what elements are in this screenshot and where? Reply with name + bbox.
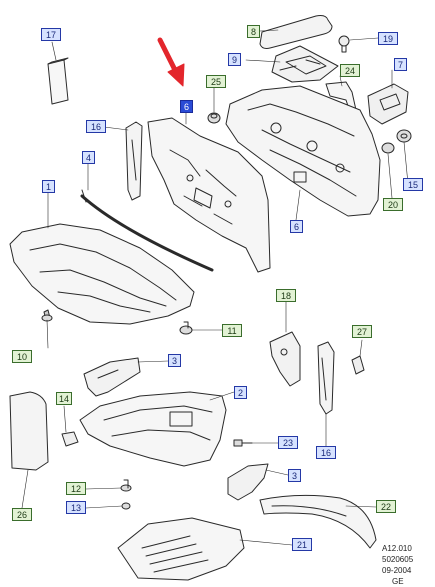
part-3-deflector-lower xyxy=(227,463,269,501)
part-26-pad xyxy=(9,391,49,471)
callout-12[interactable]: 12 xyxy=(66,482,86,495)
callout-19[interactable]: 19 xyxy=(378,32,398,45)
callout-23[interactable]: 23 xyxy=(278,436,298,449)
part-2-splash-shield xyxy=(79,391,227,467)
part-17-pad xyxy=(47,57,69,105)
part-3-deflector-upper xyxy=(83,357,141,397)
callout-25[interactable]: 25 xyxy=(206,75,226,88)
callout-6[interactable]: 6 xyxy=(290,220,303,233)
red-arrow-indicator xyxy=(157,37,185,87)
part-15-grommet xyxy=(396,129,412,143)
callout-17[interactable]: 17 xyxy=(41,28,61,41)
part-12-clip xyxy=(120,479,132,492)
part-11-clip xyxy=(179,321,193,335)
part-8-pad xyxy=(259,15,333,49)
part-6-dash-insulator xyxy=(147,117,271,273)
callout-6-selected[interactable]: 6 xyxy=(180,100,193,113)
part-22-wheel-arch-liner xyxy=(259,494,377,549)
part-13-clip xyxy=(121,502,131,510)
callout-15[interactable]: 15 xyxy=(403,178,423,191)
part-20-grommet xyxy=(381,142,395,154)
callout-18[interactable]: 18 xyxy=(276,289,296,302)
leader-lines xyxy=(21,29,409,546)
callout-11[interactable]: 11 xyxy=(222,324,242,337)
callout-20[interactable]: 20 xyxy=(383,198,403,211)
part-21-underbody-panel xyxy=(117,517,245,581)
callout-21[interactable]: 21 xyxy=(292,538,312,551)
reference-number: 5020605 xyxy=(382,555,414,564)
callout-3-upper[interactable]: 3 xyxy=(168,354,181,367)
part-14-clip xyxy=(61,431,79,447)
callout-9[interactable]: 9 xyxy=(228,53,241,66)
callout-8[interactable]: 8 xyxy=(247,25,260,38)
part-firewall-panel xyxy=(225,85,381,217)
callout-10[interactable]: 10 xyxy=(12,350,32,363)
callout-26[interactable]: 26 xyxy=(12,508,32,521)
callout-24[interactable]: 24 xyxy=(340,64,360,77)
callout-2[interactable]: 2 xyxy=(234,386,247,399)
reference-region: GE xyxy=(392,577,404,586)
part-10-clip xyxy=(41,309,53,322)
reference-code: A12.010 xyxy=(382,544,412,553)
callout-16-upper[interactable]: 16 xyxy=(86,120,106,133)
part-9-bracket xyxy=(271,45,339,83)
part-27-clip xyxy=(351,355,365,375)
callout-4[interactable]: 4 xyxy=(82,151,95,164)
part-16-strip-lower xyxy=(317,341,335,415)
callout-3-lower[interactable]: 3 xyxy=(288,469,301,482)
part-23-bolt xyxy=(233,439,253,447)
reference-date: 09-2004 xyxy=(382,566,412,575)
part-16-strip-upper xyxy=(125,121,143,201)
part-19-clip xyxy=(338,35,350,53)
part-4-seal xyxy=(80,189,214,272)
callout-13[interactable]: 13 xyxy=(66,501,86,514)
part-7-block xyxy=(367,83,409,125)
part-25-grommet xyxy=(207,112,221,124)
part-18-bracket xyxy=(269,331,301,387)
callout-16-lower[interactable]: 16 xyxy=(316,446,336,459)
callout-27[interactable]: 27 xyxy=(352,325,372,338)
callout-22[interactable]: 22 xyxy=(376,500,396,513)
callout-14[interactable]: 14 xyxy=(56,392,72,405)
part-1-hood-insulator xyxy=(9,223,195,325)
callout-7[interactable]: 7 xyxy=(394,58,407,71)
callout-1[interactable]: 1 xyxy=(42,180,55,193)
